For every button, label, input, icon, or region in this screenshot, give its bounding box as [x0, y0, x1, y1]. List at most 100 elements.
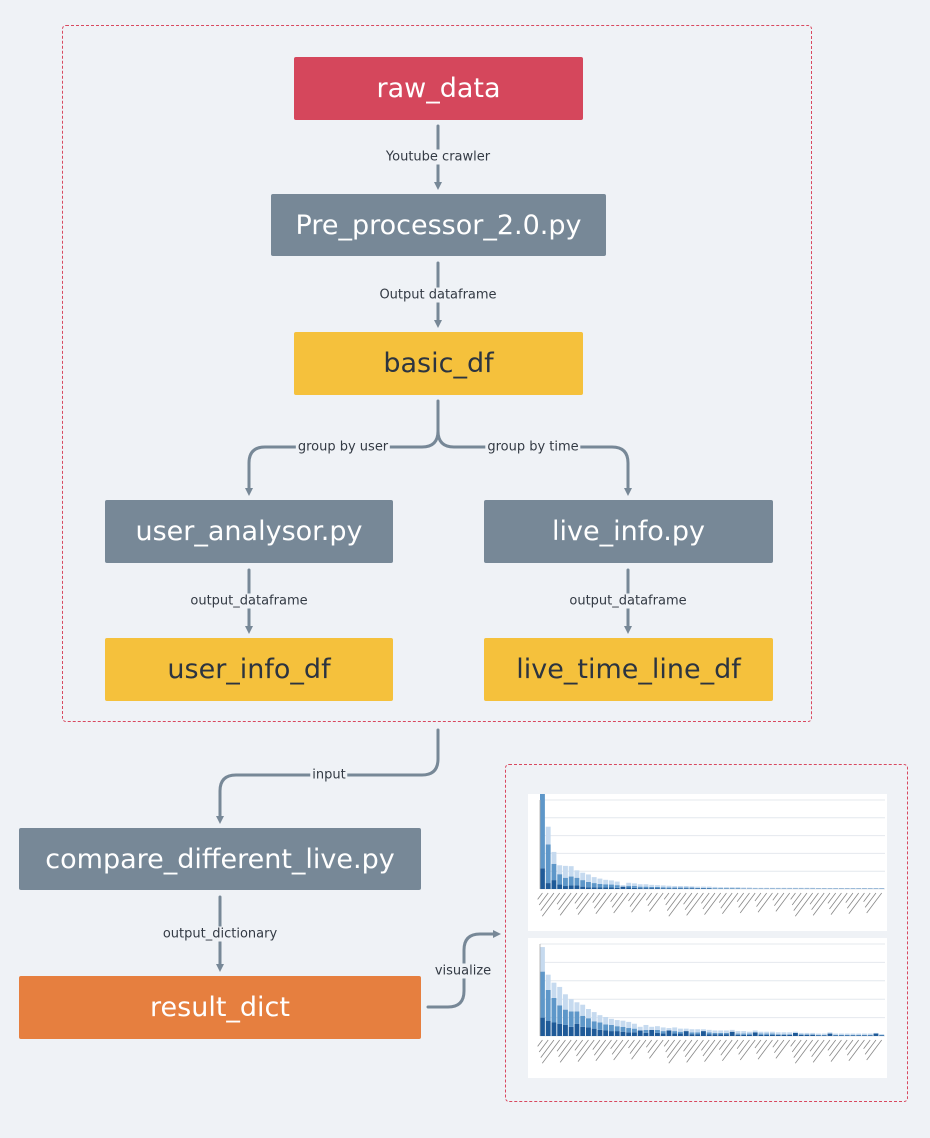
bar-segment — [597, 887, 603, 889]
pre-processor-node: Pre_processor_2.0.py — [271, 194, 606, 256]
bar-segment — [689, 1029, 695, 1033]
bar-segment — [867, 1035, 873, 1036]
tick-label-mark — [830, 1039, 848, 1062]
bar-segment — [701, 1031, 706, 1036]
tick-label-mark — [846, 892, 860, 909]
bar-segment — [862, 1035, 867, 1036]
pipeline-group — [62, 25, 812, 722]
bar-segment — [551, 997, 557, 1023]
tick-label-mark — [645, 1039, 653, 1048]
tick-label-mark — [812, 1039, 831, 1063]
tick-label-mark — [684, 1039, 699, 1058]
bar-segment — [557, 1023, 563, 1036]
bar-segment — [689, 886, 695, 888]
bar-segment — [545, 990, 551, 1021]
tick-label-mark — [541, 892, 561, 917]
tick-label-mark — [775, 1039, 791, 1059]
tick-label-mark — [593, 1039, 607, 1056]
bar-segment — [655, 888, 660, 889]
bar-segment — [758, 1031, 764, 1034]
bar-segment — [741, 887, 747, 889]
bar-segment — [879, 1035, 885, 1036]
bar-segment — [747, 1033, 752, 1035]
tick-label-mark — [791, 1039, 802, 1053]
bar-segment — [787, 1032, 793, 1035]
edge-basic-to-live — [436, 429, 632, 496]
bar-segment — [844, 1035, 850, 1036]
tick-label-mark — [809, 1039, 819, 1052]
tick-label-mark — [683, 1039, 693, 1052]
bar-segment — [712, 886, 718, 889]
bar-segment — [712, 1030, 718, 1033]
bar-segment — [706, 1029, 712, 1033]
bar-segment — [747, 1031, 752, 1034]
bar-segment — [591, 1012, 597, 1022]
bar-segment — [867, 1033, 873, 1035]
tick-label-mark — [827, 892, 837, 904]
bar-segment — [655, 886, 660, 889]
tick-label-mark — [722, 1039, 739, 1062]
bar-segment — [637, 884, 643, 887]
tick-label-mark — [592, 892, 601, 903]
bar-segment — [879, 1034, 885, 1036]
bar-segment — [672, 1033, 678, 1036]
bar-segment — [856, 1033, 862, 1035]
bar-segment — [557, 884, 563, 889]
tick-label-mark — [540, 1039, 555, 1058]
bar-segment — [540, 947, 545, 972]
bar-segment — [827, 1033, 833, 1036]
bar-segment — [574, 870, 580, 878]
tick-label-mark — [757, 892, 773, 913]
tick-label-mark — [649, 892, 664, 912]
bar-segment — [551, 880, 557, 889]
bar-segment — [683, 1031, 689, 1036]
edge-label-output-dataframe-live: output_dataframe — [567, 593, 689, 609]
bar-segment — [620, 1020, 626, 1027]
bar-segment — [563, 865, 568, 878]
edge-label-group-by-user: group by user — [295, 439, 391, 455]
bar-segment — [626, 887, 632, 889]
bar-segment — [649, 886, 655, 889]
bar-segment — [626, 1028, 632, 1033]
bar-segment — [798, 1034, 804, 1036]
tick-label-mark — [613, 892, 630, 914]
bar-segment — [563, 877, 568, 887]
bar-segment — [724, 1034, 729, 1036]
tick-label-mark — [663, 892, 670, 900]
bar-segment — [689, 887, 695, 889]
bar-segment — [706, 1032, 712, 1035]
bar-segment — [764, 1033, 770, 1035]
bar-segment — [586, 1027, 591, 1036]
tick-label-mark — [558, 1039, 572, 1058]
tick-label-mark — [720, 892, 733, 909]
tick-label-mark — [793, 1039, 808, 1058]
bar-segment — [568, 1026, 574, 1036]
bar-segment — [568, 885, 574, 889]
tick-label-mark — [845, 1039, 854, 1050]
bar-segment — [603, 887, 609, 889]
bar-segment — [821, 1034, 827, 1036]
bar-segment — [810, 1034, 816, 1035]
bar-segment — [816, 1033, 821, 1035]
bar-segment — [637, 1030, 643, 1036]
tick-label-mark — [829, 1039, 842, 1057]
bar-segment — [798, 1034, 804, 1035]
tick-label-mark — [686, 1039, 704, 1063]
bar-segment — [816, 1034, 821, 1036]
bar-segment — [586, 1018, 591, 1028]
tick-label-mark — [756, 892, 768, 907]
bar-segment — [678, 1033, 683, 1036]
tick-label-mark — [704, 1039, 722, 1062]
user-info-df-node: user_info_df — [105, 638, 393, 701]
bar-segment — [643, 884, 649, 887]
bar-segment — [678, 1031, 683, 1034]
tick-label-mark — [538, 892, 549, 906]
bar-segment — [643, 1029, 649, 1033]
tick-label-mark — [577, 892, 595, 915]
bar-segment — [764, 887, 770, 889]
bar-segment — [643, 888, 649, 889]
tick-label-mark — [556, 1039, 566, 1052]
tick-label-mark — [738, 892, 750, 908]
bar-segment — [695, 886, 701, 888]
bar-segment — [580, 880, 586, 887]
